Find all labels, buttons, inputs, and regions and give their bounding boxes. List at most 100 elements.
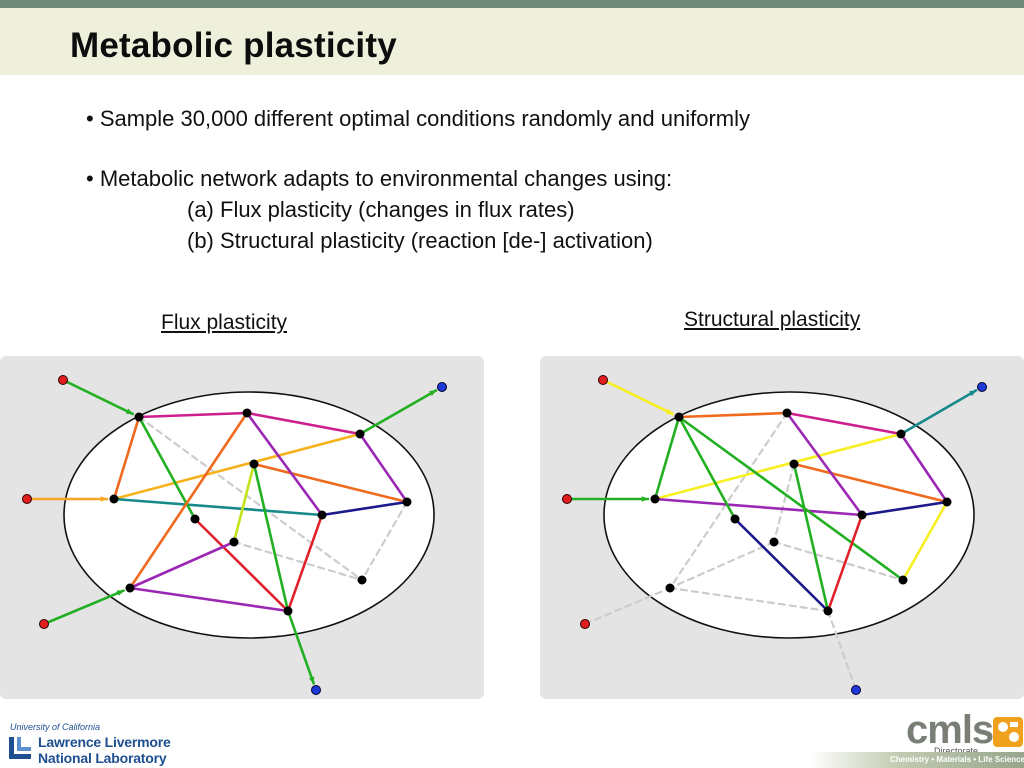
reaction-edge-m2-m3 — [785, 411, 903, 436]
reaction-edge-n2-n3 — [245, 411, 362, 436]
reaction-edge-n8-n12 — [286, 513, 324, 613]
llnl-university-text: University of California — [10, 722, 101, 732]
metabolite-node-n5 — [249, 459, 259, 469]
metabolite-node-n12 — [283, 606, 293, 616]
flux-network-diagram — [22, 375, 447, 695]
metabolite-node-n6 — [402, 497, 412, 507]
metabolite-node-n3 — [355, 429, 365, 439]
reaction-edge-n9-n11 — [128, 540, 236, 590]
cmls-tagline-bar — [810, 752, 1024, 768]
inactive-reaction-edge-m2-m11 — [668, 411, 789, 590]
top-stripe — [0, 0, 1024, 8]
inactive-reaction-edge-n9-n10 — [232, 540, 364, 582]
bullet-sub-structural: (b) Structural plasticity (reaction [de-… — [187, 228, 653, 253]
reaction-edge-e1-n1 — [61, 378, 135, 416]
inactive-reaction-edge-m12-p2 — [826, 609, 858, 692]
reaction-edge-m4-m8 — [653, 497, 864, 517]
cmls-emblem-icon — [993, 717, 1023, 747]
metabolite-node-m11 — [665, 583, 675, 593]
reaction-edge-n3-o1 — [358, 389, 438, 436]
bullet-adaptation: • Metabolic network adapts to environmen… — [86, 166, 673, 191]
reaction-edge-m3-m6 — [899, 432, 949, 504]
reaction-edge-m1-m4 — [653, 415, 681, 501]
metabolite-node-n1 — [134, 412, 144, 422]
reaction-edge-n2-n11 — [128, 411, 249, 590]
reaction-edge-m1-m10 — [677, 415, 905, 582]
reaction-edge-m5-m12 — [792, 462, 830, 613]
reaction-edge-n4-n3 — [112, 432, 362, 501]
reaction-edge-m1-m2 — [677, 411, 789, 419]
cmls-tagline: Chemistry • Materials • Life Sciences — [890, 755, 1024, 764]
compartment-ellipse — [603, 391, 975, 639]
metabolite-node-m1 — [674, 412, 684, 422]
input-metabolite-node-e1 — [58, 375, 68, 385]
llnl-mark-icon — [9, 737, 31, 759]
reaction-edge-m2-m8 — [785, 411, 864, 517]
cmls-directorate: Directorate — [934, 746, 979, 756]
bullet-sub-flux: (a) Flux plasticity (changes in flux rat… — [187, 197, 575, 222]
reaction-edge-m3-p1 — [899, 389, 978, 436]
metabolite-node-m12 — [823, 606, 833, 616]
llnl-name-line2: National Laboratory — [38, 750, 167, 766]
metabolite-node-m7 — [730, 514, 740, 524]
metabolite-node-n11 — [125, 583, 135, 593]
input-metabolite-node-f3 — [580, 619, 590, 629]
reaction-edge-m7-m12 — [733, 517, 830, 613]
reaction-edge-n5-n6 — [252, 462, 409, 504]
input-metabolite-node-f1 — [598, 375, 608, 385]
inactive-reaction-edge-m11-m12 — [668, 586, 830, 613]
flux-plasticity-label: Flux plasticity — [161, 311, 288, 334]
inactive-reaction-edge-m9-m11 — [668, 540, 776, 590]
slide-title: Metabolic plasticity — [70, 26, 397, 65]
output-metabolite-node-p2 — [851, 685, 861, 695]
cmls-wordmark: cmls — [906, 708, 994, 752]
reaction-edge-m5-m6 — [792, 462, 949, 504]
reaction-edge-m4-m3 — [653, 432, 903, 501]
metabolite-node-n8 — [317, 510, 327, 520]
llnl-name-line1: Lawrence Livermore — [38, 734, 171, 750]
inactive-reaction-edge-m9-m10 — [772, 540, 905, 582]
metabolite-node-m6 — [942, 497, 952, 507]
metabolite-node-m4 — [650, 494, 660, 504]
reaction-edge-n1-n2 — [137, 411, 249, 419]
title-band: Metabolic plasticity — [0, 8, 1024, 75]
reaction-edge-n3-n6 — [358, 432, 409, 504]
metabolite-node-m8 — [857, 510, 867, 520]
bullet-sampling: • Sample 30,000 different optimal condit… — [86, 106, 750, 131]
reaction-edge-m8-m12 — [826, 513, 864, 613]
reaction-edge-n2-n8 — [245, 411, 324, 517]
output-metabolite-node-p1 — [977, 382, 987, 392]
structural-panel — [540, 356, 1024, 699]
inactive-reaction-edge-n1-n10 — [137, 415, 364, 582]
metabolite-node-m3 — [896, 429, 906, 439]
reaction-edge-e3-n11 — [42, 589, 125, 626]
reaction-edge-m1-m7 — [677, 415, 737, 521]
reaction-edge-m10-m6 — [901, 500, 949, 582]
cmls-logo: cmls Directorate Chemistry • Materials •… — [810, 708, 1024, 768]
structural-network-diagram — [562, 375, 987, 695]
reaction-edge-n1-n7 — [137, 415, 197, 521]
inactive-reaction-edge-n6-n10 — [360, 500, 409, 582]
metabolite-node-m2 — [782, 408, 792, 418]
reaction-edge-n8-n6 — [320, 500, 409, 517]
reaction-edge-n5-n12 — [252, 462, 290, 613]
output-metabolite-node-o2 — [311, 685, 321, 695]
metabolite-node-m10 — [898, 575, 908, 585]
reaction-edge-n7-n12 — [193, 517, 290, 613]
metabolite-node-m5 — [789, 459, 799, 469]
output-metabolite-node-o1 — [437, 382, 447, 392]
input-metabolite-node-f2 — [562, 494, 572, 504]
compartment-ellipse — [63, 391, 435, 639]
input-metabolite-node-e3 — [39, 619, 49, 629]
metabolite-node-m9 — [769, 537, 779, 547]
metabolite-node-n2 — [242, 408, 252, 418]
input-metabolite-node-e2 — [22, 494, 32, 504]
metabolite-node-n10 — [357, 575, 367, 585]
structural-plasticity-label: Structural plasticity — [684, 308, 861, 331]
reaction-edge-n5-n9 — [232, 462, 256, 544]
reaction-edge-n12-o2 — [286, 609, 315, 685]
metabolite-node-n4 — [109, 494, 119, 504]
reaction-edge-n4-n8 — [112, 497, 324, 517]
reaction-edge-m8-m6 — [860, 500, 949, 517]
reaction-edge-f1-m1 — [601, 378, 675, 416]
